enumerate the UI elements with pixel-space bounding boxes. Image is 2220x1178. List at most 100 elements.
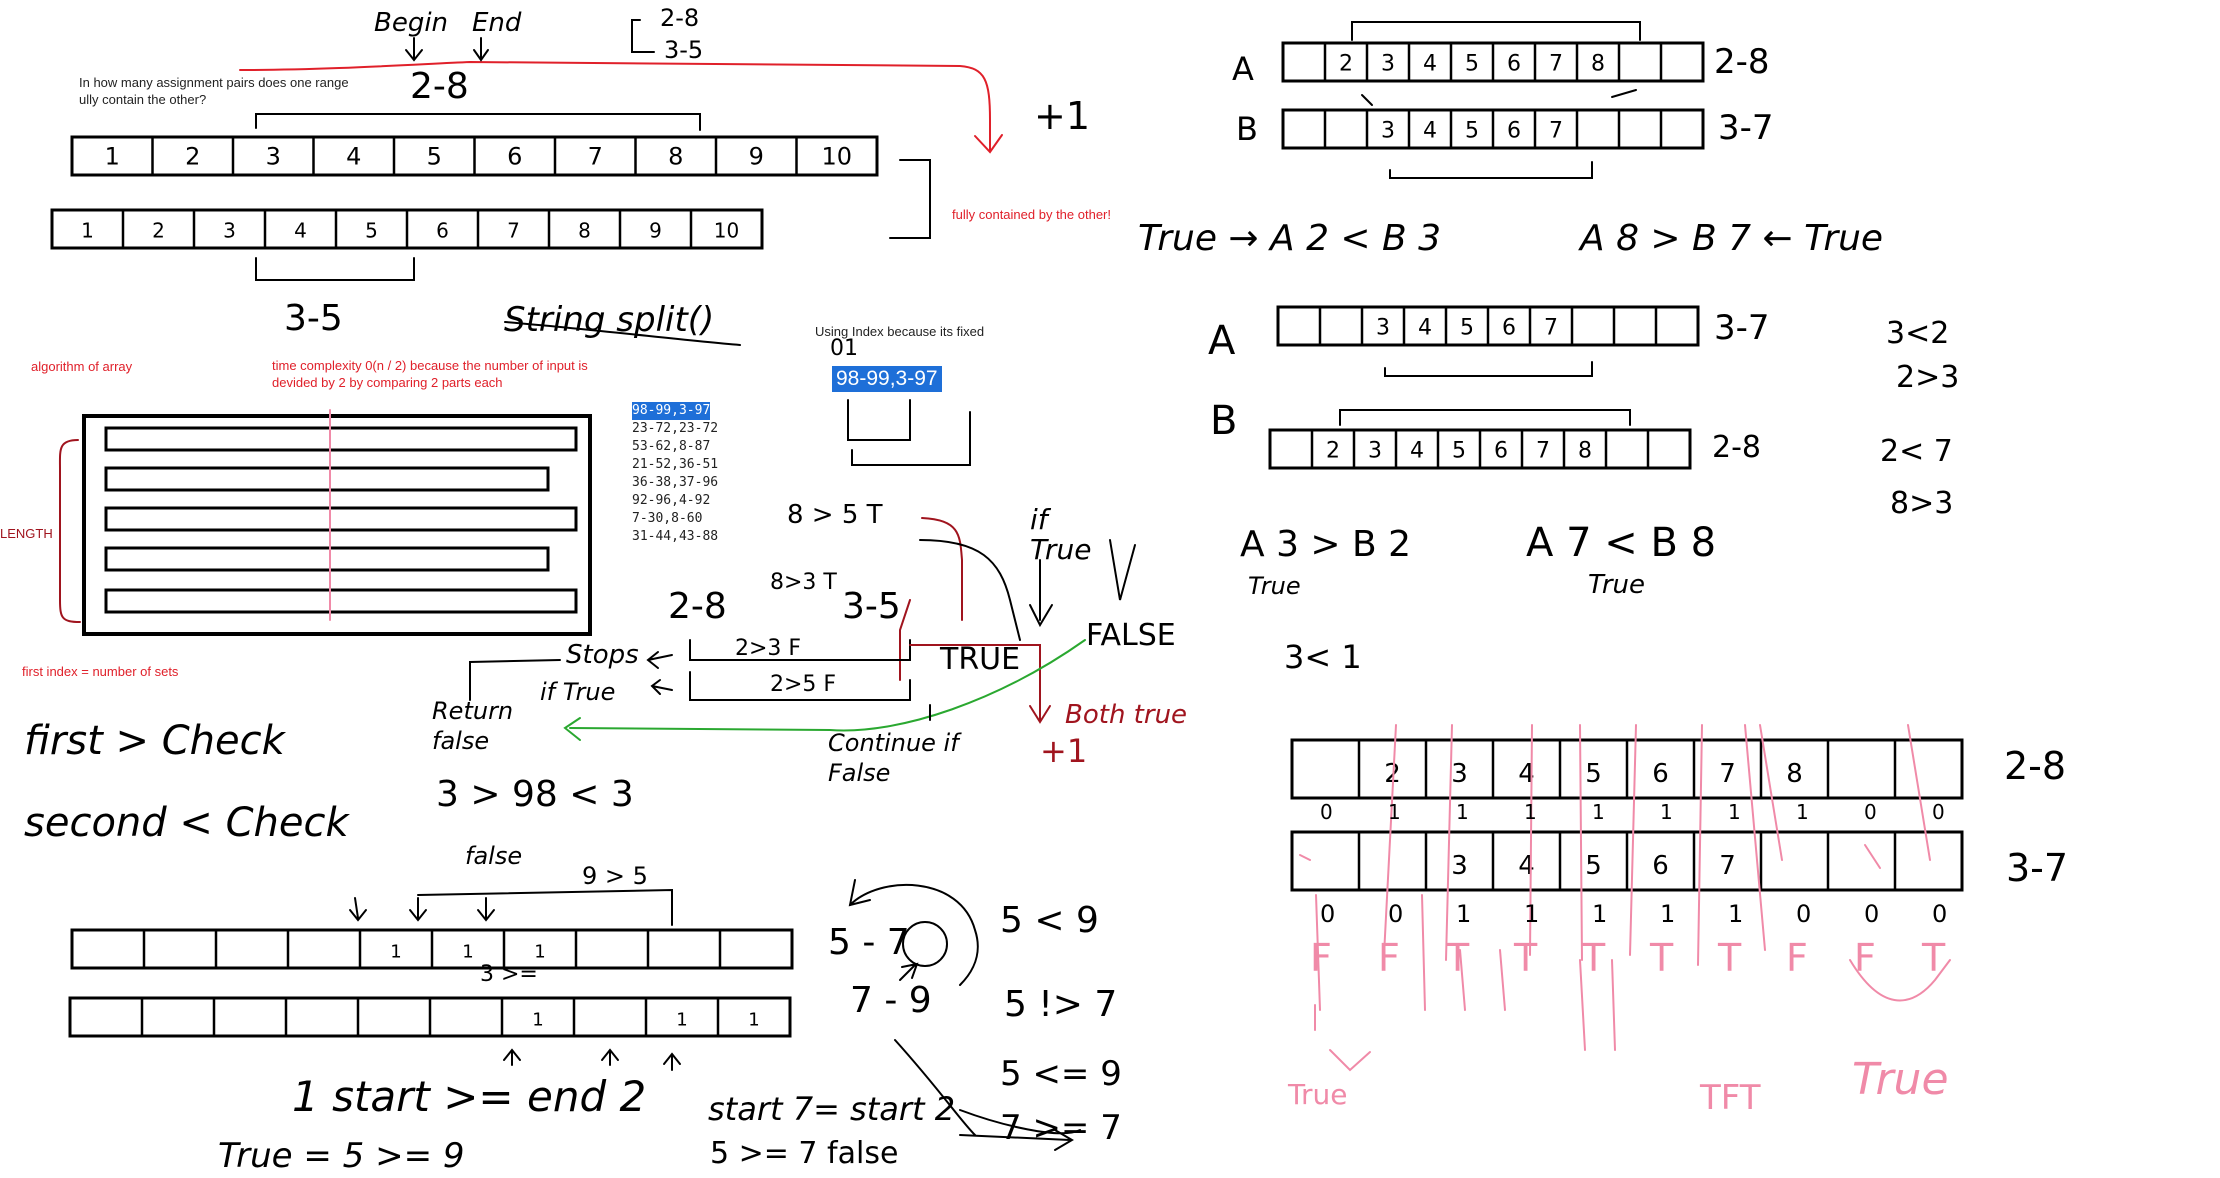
b-range-label: 3-7 — [1718, 108, 1774, 148]
cell-value: 8 — [1786, 759, 1803, 789]
cell-value: 5 — [1465, 118, 1479, 143]
cell-value: 8 — [1578, 438, 1592, 463]
first-index-note: first index = number of sets — [22, 664, 179, 679]
five-le-nine: 5 <= 9 — [1000, 1054, 1122, 1094]
cell-value: 5 — [365, 218, 378, 242]
cell-value: 7 — [1536, 438, 1550, 463]
using-index-note: Using Index because its fixed — [815, 324, 985, 339]
binary-bottom-digit: 1 — [1524, 900, 1540, 928]
question-note: In how many assignment pairs does one ra… — [79, 75, 349, 107]
input-list-line: 36-38,37-96 — [632, 475, 719, 490]
cell-value: 7 — [1544, 315, 1558, 340]
binary-top-digit: 1 — [1388, 800, 1401, 824]
if-true-small: if True — [540, 678, 616, 706]
binary-bottom-digit: 1 — [1660, 900, 1676, 928]
cell-value: 3 — [1368, 438, 1382, 463]
cell-value: 3 — [1381, 118, 1395, 143]
cell-value: 7 — [507, 218, 520, 242]
false-label: FALSE — [1086, 618, 1176, 653]
label-b-2: B — [1210, 398, 1238, 444]
binary-bottom-digit: 0 — [1932, 900, 1948, 928]
stops-label: Stops — [566, 640, 639, 670]
binary-bottom-digit: 1 — [1728, 900, 1744, 928]
input-list-line: 92-96,4-92 — [632, 493, 711, 508]
binary-top-digit: 0 — [1932, 800, 1945, 824]
cell-value: 6 — [1502, 315, 1516, 340]
input-list-line: 23-72,23-72 — [632, 421, 719, 436]
length-diagram — [82, 414, 592, 636]
ink-strokes — [58, 19, 1641, 1151]
tf-mark: T — [1446, 936, 1470, 980]
eight-gt-five: 8 > 5 T — [787, 500, 883, 530]
binary-top-digit: 1 — [1456, 800, 1469, 824]
cell-value: 5 — [1465, 51, 1479, 76]
cell-value: 4 — [1418, 315, 1432, 340]
three-ge: 3 >= — [480, 962, 538, 987]
binary-bottom-digit: 1 — [1456, 900, 1472, 928]
tf-mark: T — [1582, 936, 1606, 980]
second-check: second < Check — [24, 800, 349, 846]
length-frame — [82, 414, 592, 636]
two-gt-three: 2>3 — [1896, 360, 1960, 395]
false-small: false — [465, 842, 523, 870]
true-pink-large: True — [1852, 1054, 1949, 1105]
cell-value: 2 — [1326, 438, 1340, 463]
return-false-label: Return false — [432, 697, 514, 755]
binary-top-digit: 1 — [1592, 800, 1605, 824]
true-label: TRUE — [940, 642, 1021, 677]
tf-mark: F — [1786, 936, 1808, 980]
cell-value: 3 — [223, 218, 236, 242]
cell-value: 5 — [1585, 759, 1602, 789]
tft-pink: TFT — [1700, 1078, 1761, 1118]
cell-value: 3 — [1381, 51, 1395, 76]
cell-value: 1 — [462, 941, 473, 962]
tf-mark: T — [1514, 936, 1538, 980]
cell-value: 1 — [534, 941, 545, 962]
a-range-label: 2-8 — [1714, 42, 1770, 82]
true-5-ge-9: True = 5 >= 9 — [218, 1136, 465, 1176]
plus-one-darkred: +1 — [1040, 732, 1088, 770]
bracket-range-a: 2-8 — [660, 4, 700, 32]
cell-value: 8 — [1591, 51, 1605, 76]
cell-value: 6 — [1507, 118, 1521, 143]
cell-value: 5 — [1452, 438, 1466, 463]
length-bar — [104, 466, 550, 492]
tf-mark: F — [1310, 936, 1332, 980]
cell-value: 5 — [427, 142, 442, 170]
cell-value: 9 — [649, 218, 662, 242]
selected-input-line: 98-99,3-97 — [832, 366, 942, 392]
a7-lt-b8: A 7 < B 8 — [1526, 520, 1717, 566]
cell-value: 1 — [676, 1009, 687, 1030]
input-list-line: 98-99,3-97 — [632, 402, 711, 420]
cell-value: 3 — [1451, 759, 1468, 789]
cell-value: 7 — [588, 142, 603, 170]
cell-value: 4 — [346, 142, 361, 170]
five-not-gt-seven: 5 !> 7 — [1004, 984, 1118, 1025]
tf-mark: T — [1650, 936, 1674, 980]
complexity-note: time complexity 0(n / 2) because the num… — [272, 358, 588, 390]
cell-value: 7 — [1549, 51, 1563, 76]
binary-top-digit: 0 — [1864, 800, 1877, 824]
cell-value: 10 — [714, 218, 739, 242]
tf-mark: T — [1922, 936, 1946, 980]
cell-value: 4 — [1423, 118, 1437, 143]
cell-value: 6 — [1652, 759, 1669, 789]
two-gt-three-false: 2>3 F — [735, 636, 802, 661]
a8-gt-b7: A 8 > B 7 ← True — [1580, 218, 1884, 259]
row-top-range: 2-8 — [2004, 744, 2067, 788]
start-start: start 7= start 2 — [708, 1090, 956, 1128]
three-98-compare: 3 > 98 < 3 — [436, 774, 634, 815]
binary-top-digit: 1 — [1660, 800, 1673, 824]
length-bar — [104, 426, 578, 452]
index-01: 01 — [830, 336, 858, 361]
begin-label: Begin — [374, 8, 449, 38]
cell-value: 4 — [1518, 851, 1535, 881]
